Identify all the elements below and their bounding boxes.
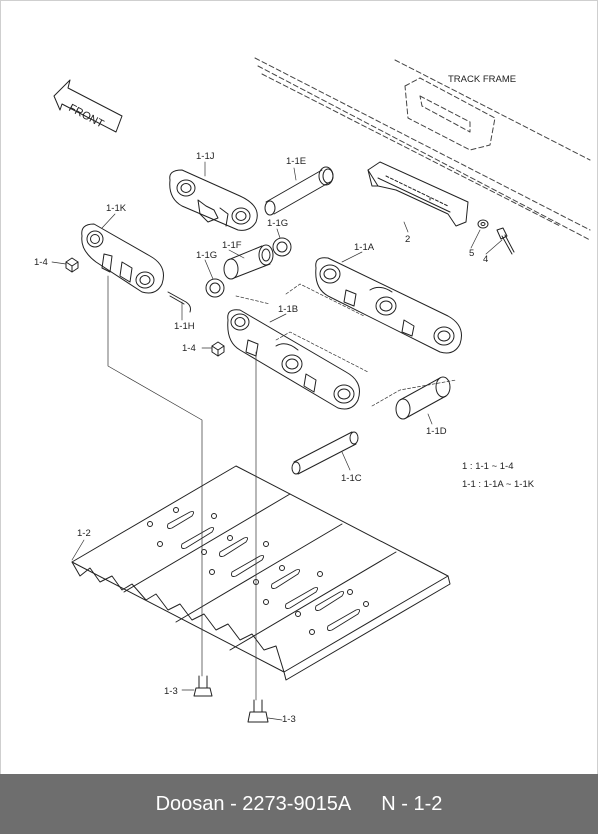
footer-bar: Doosan - 2273-9015A N - 1-2 [0, 774, 598, 834]
bushing-1-1D [395, 376, 451, 420]
callout-1-4-middle: 1-4 [182, 343, 196, 354]
callout-1-3-right: 1-3 [282, 714, 296, 725]
legend-line-2: 1-1 : 1-1A ~ 1-1K [462, 479, 535, 490]
callout-1-2: 1-2 [77, 528, 91, 539]
callout-1-1G-lower: 1-1G [196, 250, 217, 261]
callout-1-4-left: 1-4 [34, 257, 48, 268]
callout-4: 4 [483, 254, 488, 265]
link-1-1A [315, 257, 462, 354]
callout-2: 2 [405, 234, 410, 245]
bolt-1-3-right [247, 699, 269, 723]
diagram-frame [0, 0, 598, 776]
bushing-1-1F [223, 244, 274, 280]
seal-1-1G-lower [205, 278, 225, 298]
track-assembly-diagram: TRACK FRAME FRONT 1-1J 1-1E 1-1K 1-1G 1-… [34, 57, 591, 725]
link-1-1K [81, 223, 164, 294]
page-reference: N - 1-2 [381, 792, 443, 815]
link-1-1B [227, 309, 360, 410]
legend-line-1: 1 : 1-1 ~ 1-4 [462, 461, 514, 472]
track-frame [254, 57, 591, 241]
callout-1-1C: 1-1C [341, 473, 362, 484]
washer-5 [477, 219, 489, 229]
part-number: Doosan - 2273-9015A [155, 792, 352, 815]
nut-1-4-middle [211, 341, 225, 357]
pin-1-1C [291, 431, 359, 475]
front-arrow [53, 79, 123, 133]
callout-1-1A: 1-1A [354, 242, 375, 253]
bolt-1-3-left [193, 675, 213, 697]
nut-1-4-left [65, 257, 79, 273]
front-label: FRONT [67, 102, 106, 131]
callout-1-1B: 1-1B [278, 304, 298, 315]
track-shoes-1-2 [71, 465, 451, 681]
callout-1-1K: 1-1K [106, 203, 127, 214]
frame-label: TRACK FRAME [448, 74, 516, 85]
callout-1-1H: 1-1H [174, 321, 195, 332]
callout-1-1G-upper: 1-1G [267, 218, 288, 229]
track-guide-bracket [367, 161, 469, 227]
callout-1-1F: 1-1F [222, 240, 242, 251]
callout-1-3-left: 1-3 [164, 686, 178, 697]
callout-1-1J: 1-1J [196, 151, 215, 162]
pin-1-1H [167, 291, 191, 313]
leader-lines [51, 161, 503, 721]
callout-1-1E: 1-1E [286, 156, 306, 167]
pin-1-1E [264, 166, 334, 216]
link-1-1J [169, 169, 258, 231]
callout-5: 5 [469, 248, 474, 259]
callout-1-1D: 1-1D [426, 426, 447, 437]
bolt-4 [496, 227, 515, 255]
labels: TRACK FRAME FRONT 1-1J 1-1E 1-1K 1-1G 1-… [34, 74, 535, 725]
seal-1-1G-upper [272, 237, 292, 257]
